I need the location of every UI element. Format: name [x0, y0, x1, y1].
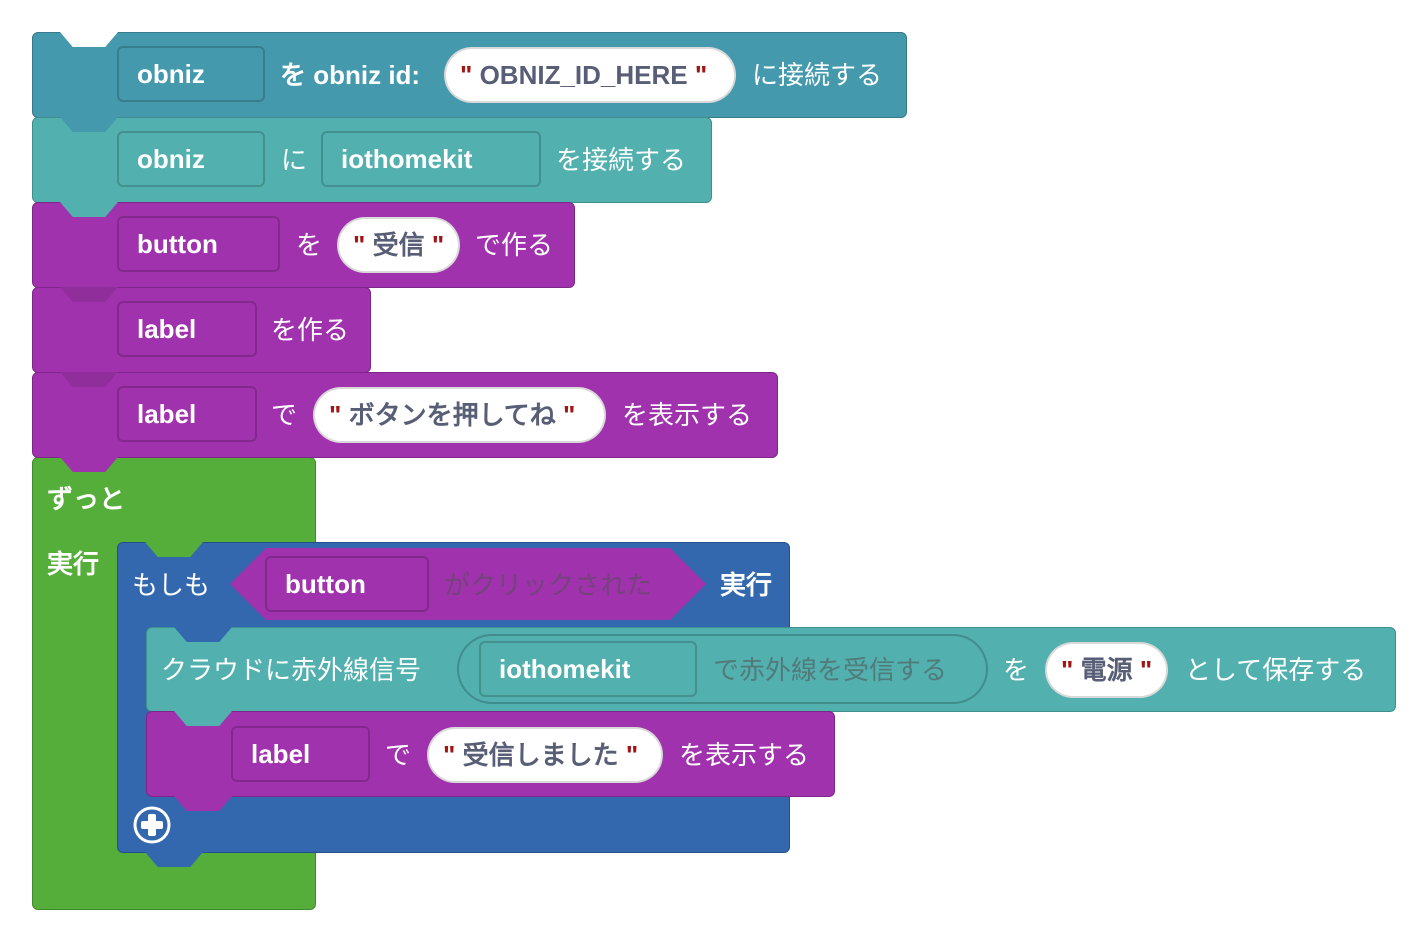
obniz-id-label: を obniz id: — [280, 60, 421, 90]
wo-label: を — [1003, 655, 1030, 685]
create-label: で作る — [475, 230, 554, 260]
connect-label: を接続する — [556, 145, 687, 175]
button-variable-field[interactable]: button — [265, 556, 429, 612]
condition-text: がクリックされた — [444, 570, 653, 600]
then-label: 実行 — [720, 570, 773, 600]
obniz-variable-field[interactable]: obniz — [117, 46, 265, 102]
create-label: を作る — [271, 315, 350, 345]
forever-do-label: 実行 — [47, 549, 100, 579]
obniz-variable-field[interactable]: obniz — [117, 131, 265, 187]
show-label: を表示する — [622, 400, 753, 430]
show-label: を表示する — [679, 740, 810, 770]
label-variable-field[interactable]: label — [231, 726, 370, 782]
label-variable-field[interactable]: label — [117, 301, 257, 357]
save-as-label: として保存する — [1185, 655, 1367, 685]
cloud-label: クラウドに赤外線信号 — [161, 655, 422, 685]
tab — [60, 372, 118, 387]
signal-name-input[interactable]: " 電源 " — [1045, 642, 1168, 698]
de-label: で — [385, 740, 412, 770]
receive-ir-label: で赤外線を受信する — [713, 655, 948, 685]
forever-label: ずっと — [47, 484, 126, 514]
plus-icon[interactable] — [132, 805, 172, 845]
ni-label: に — [281, 145, 308, 175]
label-text-input[interactable]: " 受信しました " — [427, 727, 663, 783]
tab — [174, 711, 232, 726]
button-variable-field[interactable]: button — [117, 216, 280, 272]
de-label: で — [271, 400, 298, 430]
tab — [60, 117, 118, 132]
tab — [145, 852, 203, 867]
button-text-input[interactable]: " 受信 " — [337, 217, 460, 273]
connect-label: に接続する — [752, 60, 883, 90]
wo-label: を — [296, 230, 323, 260]
notch — [145, 542, 203, 557]
tab — [60, 287, 118, 302]
receive-ir-block[interactable] — [457, 634, 988, 704]
condition-block[interactable] — [230, 548, 706, 620]
tab — [60, 457, 118, 472]
tab — [174, 796, 232, 811]
tab — [60, 202, 118, 217]
if-label: もしも — [132, 570, 211, 600]
iothomekit-variable-field[interactable]: iothomekit — [321, 131, 541, 187]
label-variable-field[interactable]: label — [117, 386, 257, 442]
label-text-input[interactable]: " ボタンを押してね " — [313, 387, 606, 443]
notch — [60, 32, 118, 47]
tab — [174, 627, 232, 642]
iothomekit-variable-field[interactable]: iothomekit — [479, 641, 697, 697]
obniz-id-input[interactable]: " OBNIZ_ID_HERE " — [444, 47, 736, 103]
